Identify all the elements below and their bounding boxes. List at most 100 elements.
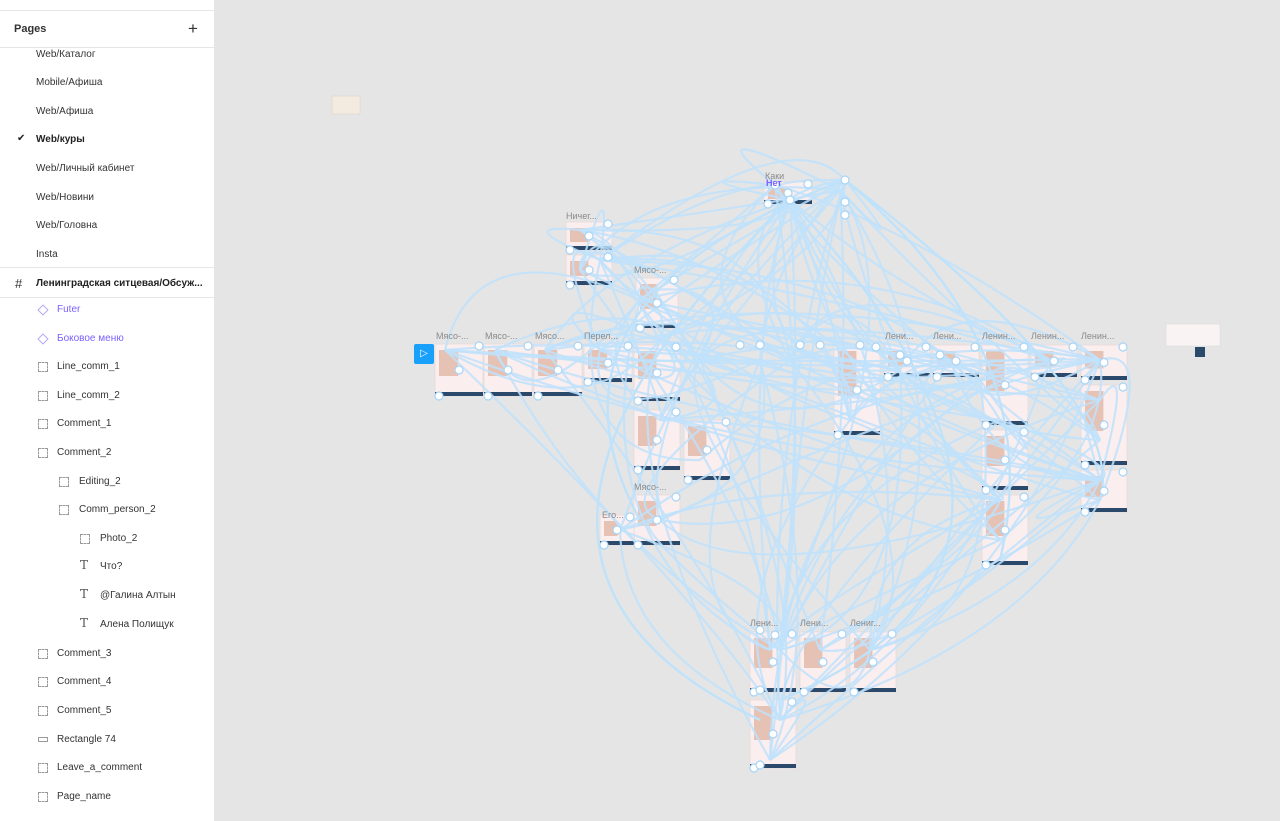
page-item-web-kury[interactable]: ✔ Web/куры [0,126,214,154]
component-icon [37,333,49,345]
frame-label[interactable]: Ленин... [1081,331,1115,341]
play-icon: ▷ [420,348,428,359]
connection-handle [523,341,533,351]
group-icon [38,362,48,372]
layer-label: Page_name [57,791,111,802]
connection-handle [1080,375,1090,385]
layer-comment-1[interactable]: Comment_1 [0,410,214,438]
page-item-web-cabinet[interactable]: Web/Личный кабинет [0,155,214,183]
prototype-flow-diagram [331,95,1221,773]
frame-footer [1081,376,1127,380]
floating-thumbnail [1165,323,1221,347]
connector-line [740,148,841,191]
page-item-web-home[interactable]: Web/Головна [0,212,214,240]
frame-label[interactable]: Мясо-... [634,482,667,492]
connection-handle [921,342,931,352]
page-item-web-catalog[interactable]: Web/Каталог [0,41,214,69]
frame-label[interactable]: Мясо-... [485,331,518,341]
connector-line [779,199,954,702]
frame-footer [750,764,796,768]
layer-comment-4[interactable]: Comment_4 [0,668,214,696]
connection-handle [1068,342,1078,352]
frame-label[interactable]: Лени... [933,331,962,341]
add-page-button[interactable]: + [188,19,198,38]
connection-handle [887,629,897,639]
floating-thumbnail [331,95,361,115]
frame-label[interactable]: Мясо-... [436,331,469,341]
layer-photo-2[interactable]: Photo_2 [0,525,214,553]
frame-image [688,426,707,456]
frame-label[interactable]: Мясо... [535,331,565,341]
frame-label[interactable]: Лени... [750,618,779,628]
connector-line [1098,357,1131,501]
connector-line [619,378,981,531]
connection-handle [652,368,662,378]
page-item-mobile-afisha[interactable]: Mobile/Афиша [0,69,214,97]
layer-comment-2[interactable]: Comment_2 [0,439,214,467]
layer-text-alena[interactable]: T Алена Полищук [0,611,214,639]
frame-label[interactable]: Лени... [800,618,829,628]
frame-label[interactable]: Перел... [584,331,618,341]
layer-rectangle-74[interactable]: Rectangle 74 [0,726,214,754]
layer-label: Comment_5 [57,705,112,716]
connection-handle [633,540,643,550]
connection-handle [565,245,575,255]
layer-leave-a-comment[interactable]: Leave_a_comment [0,754,214,782]
layer-line-comm-2[interactable]: Line_comm_2 [0,382,214,410]
connection-handle [787,697,797,707]
frame-label[interactable]: Ничег... [566,211,597,221]
connector-line [778,179,847,651]
layer-text-galina[interactable]: T @Галина Алтын [0,582,214,610]
layer-comm-person-2[interactable]: Comm_person_2 [0,496,214,524]
connection-handle [584,265,594,275]
connection-handle [635,323,645,333]
connector-line [979,379,1029,450]
frame-label[interactable]: Его... [602,510,624,520]
frame-footer [750,688,796,692]
frame-label[interactable]: Мясо-... [634,265,667,275]
connector-line [899,320,1101,371]
design-canvas[interactable] [215,0,1280,821]
connector-line [598,259,663,422]
connection-handle [1019,492,1029,502]
layer-text-chto[interactable]: T Что? [0,553,214,581]
text-icon: T [80,587,89,601]
layer-comment-5[interactable]: Comment_5 [0,697,214,725]
connection-handle [755,760,765,770]
connector-line [494,349,1001,502]
group-icon [38,419,48,429]
layer-frame-row[interactable]: # Ленинградская ситцевая/Обсуж... [0,270,214,298]
connection-handle [1000,455,1010,465]
layer-label: Photo_2 [100,533,138,544]
frame-label-component[interactable]: Нет [766,178,782,188]
layer-line-comm-1[interactable]: Line_comm_1 [0,353,214,381]
connection-handle [625,512,635,522]
page-item-web-news[interactable]: Web/Новини [0,184,214,212]
frame-label[interactable]: Ленин... [982,331,1016,341]
frame-label[interactable]: Ленин... [1031,331,1065,341]
page-item-label: Web/Личный кабинет [36,163,135,174]
frame-divider [0,297,214,298]
connection-handle [671,492,681,502]
layer-futer[interactable]: Futer [0,296,214,324]
frame-label[interactable]: Лени... [885,331,914,341]
connection-handle [553,365,563,375]
page-item-insta[interactable]: Insta [0,241,214,269]
layer-comment-3[interactable]: Comment_3 [0,640,214,668]
connection-handle [474,341,484,351]
connector-line [599,349,1001,502]
connection-handle [652,435,662,445]
play-flow-button[interactable]: ▷ [414,344,434,364]
layer-label: @Галина Алтын [100,590,176,601]
layer-editing-2[interactable]: Editing_2 [0,468,214,496]
frame-label[interactable]: Лениг... [850,618,881,628]
connection-handle [434,391,444,401]
page-item-web-afisha[interactable]: Web/Афиша [0,98,214,126]
frame-label[interactable]: Каки [765,171,785,181]
connector-line [779,499,1101,652]
connection-handle [633,465,643,475]
layer-page-name[interactable]: Page_name [0,783,214,811]
page-item-label: Web/Головна [36,220,98,231]
layer-side-menu[interactable]: Боковое меню [0,325,214,353]
layer-label: Rectangle 74 [57,734,116,745]
